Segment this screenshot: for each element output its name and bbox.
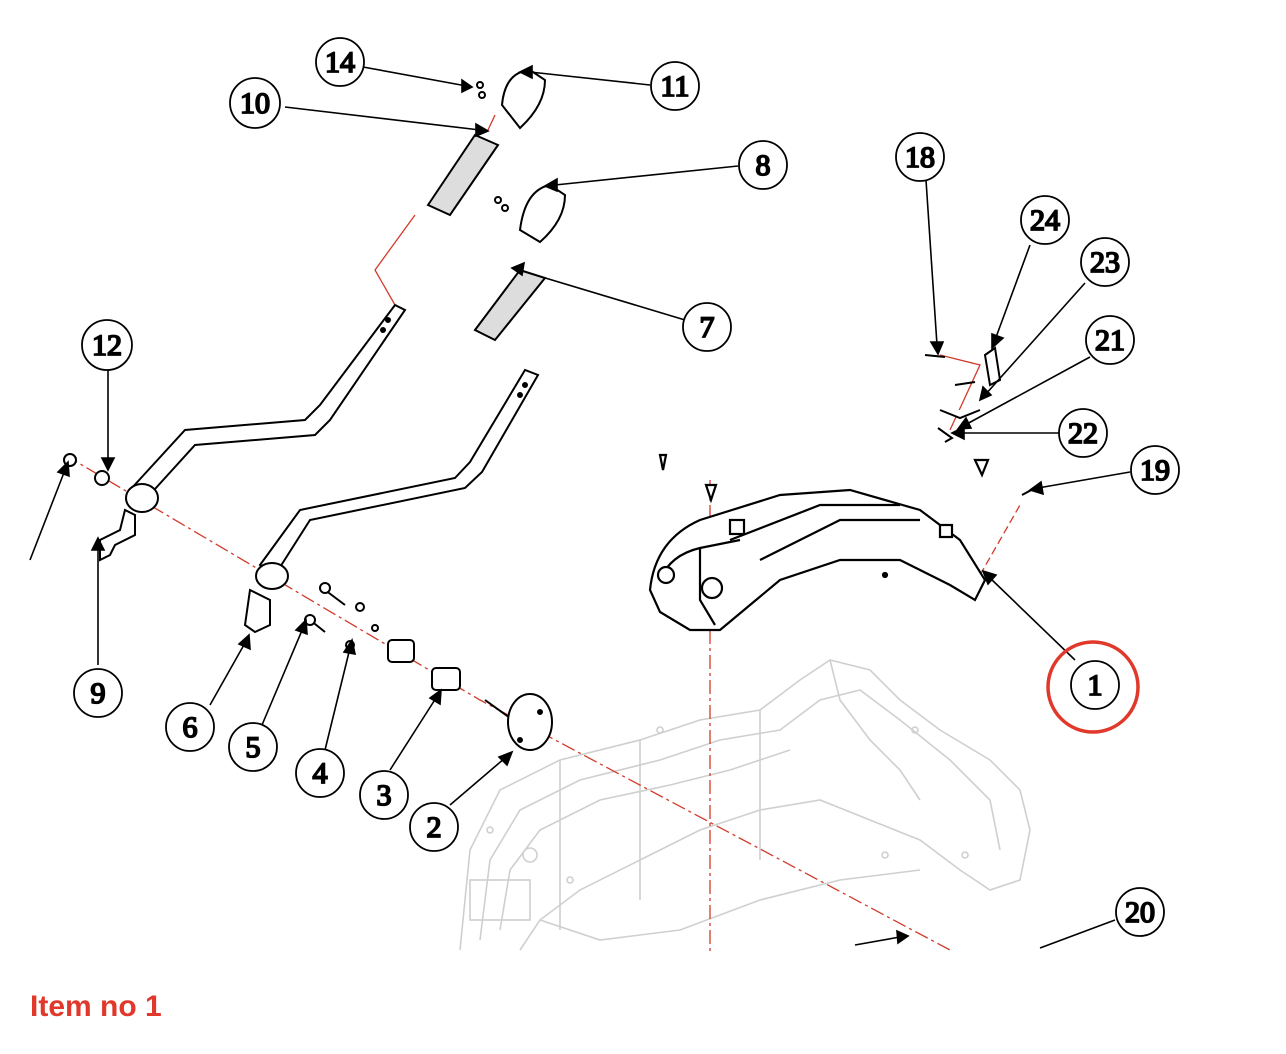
svg-text:5: 5 [246,731,261,764]
exploded-parts-diagram: 14 11 10 8 7 12 9 6 5 4 3 2 18 24 23 21 … [29,37,1180,955]
svg-text:19: 19 [1140,454,1170,487]
svg-text:23: 23 [1090,246,1120,279]
svg-text:18: 18 [905,141,935,174]
highlight-circle [1046,640,1140,734]
callout-3: 3 [359,770,409,820]
svg-text:1: 1 [1088,669,1103,702]
callout-14: 14 [315,37,365,87]
callout-22: 23 [1080,237,1130,287]
arm-left [99,303,407,562]
svg-text:2: 2 [427,811,442,844]
upper-parts [426,68,567,342]
callout-24: 20 [1115,887,1165,937]
svg-text:10: 10 [240,87,270,120]
small-right-parts [924,346,1036,496]
callout-7: 7 [682,302,732,352]
callout-23: 24 [1020,195,1070,245]
item-caption: Item no 1 [30,990,162,1023]
svg-text:24: 24 [1030,204,1060,237]
callout-4: 4 [295,748,345,798]
callout-11: 11 [650,61,700,111]
callout-10: 10 [229,77,281,129]
callouts: 14 11 10 8 7 12 9 6 5 4 3 2 18 24 23 21 … [73,37,1180,937]
callout-1: 1 [1070,660,1120,710]
axis-lines [64,114,1021,955]
part-1-housing [648,453,990,632]
svg-text:3: 3 [377,779,392,812]
callout-6: 6 [165,702,215,752]
svg-text:20: 20 [1125,896,1155,929]
svg-text:4: 4 [313,757,328,790]
callout-19: 19 [1130,445,1180,495]
callout-18: 18 [895,132,945,182]
arm-right [243,368,540,634]
svg-text:22: 22 [1068,417,1098,450]
callout-8: 8 [738,140,788,190]
callout-12: 12 [81,319,133,371]
callout-5: 5 [228,722,278,772]
axis-parts [63,453,553,751]
svg-text:9: 9 [91,677,106,710]
svg-text:7: 7 [700,311,715,344]
svg-text:21: 21 [1095,324,1125,357]
callout-9: 9 [73,668,123,718]
ghost-housing [459,659,1031,951]
svg-text:6: 6 [183,711,198,744]
svg-text:14: 14 [325,46,355,79]
svg-text:12: 12 [92,329,122,362]
callout-20: 21 [1085,315,1135,365]
callout-21: 22 [1058,408,1108,458]
svg-text:11: 11 [661,70,690,103]
svg-text:8: 8 [756,149,771,182]
leader-lines [29,64,1131,949]
callout-2: 2 [409,802,459,852]
